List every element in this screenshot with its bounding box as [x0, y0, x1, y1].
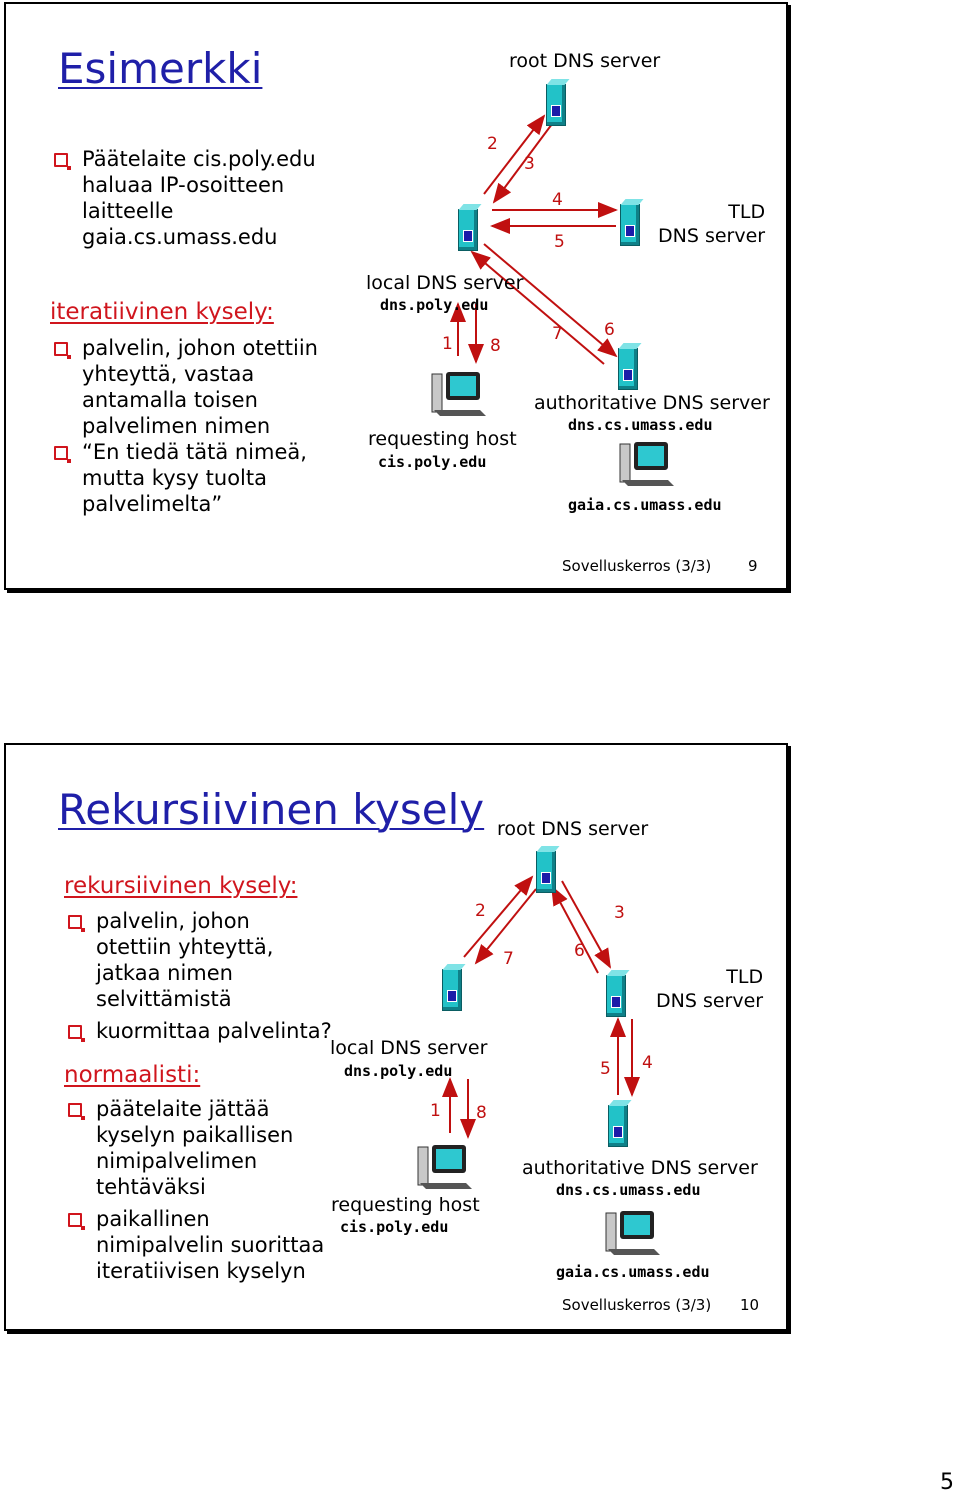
step-label: 2 [487, 134, 498, 154]
bullet-item: palvelin, johon otettiin yhteyttä, vasta… [52, 335, 318, 439]
target-host-pc-icon [619, 442, 674, 486]
step-label: 4 [642, 1053, 653, 1073]
slide-footer: Sovelluskerros (3/3) [562, 557, 712, 575]
bullet-icon [54, 446, 71, 463]
step-label: 8 [476, 1103, 487, 1123]
auth-server-label: authoritative DNS server [534, 392, 770, 414]
requesting-host-name: cis.poly.edu [378, 453, 487, 471]
bullet-item: kuormittaa palvelinta? [66, 1018, 332, 1044]
tld-server-icon [606, 975, 626, 1017]
intro-bullet: Päätelaite cis.poly.edu haluaa IP-osoitt… [52, 146, 316, 250]
bullet-item: “En tiedä tätä nimeä, mutta kysy tuolta … [52, 439, 318, 517]
section-heading: rekursiivinen kysely: [64, 873, 298, 899]
step-label: 1 [430, 1101, 441, 1121]
bullet-icon [68, 915, 85, 932]
step-label: 1 [442, 334, 453, 354]
step-label: 4 [552, 190, 563, 210]
bullet-icon [68, 1213, 85, 1230]
bullet-item: paikallinen nimipalvelin suorittaa itera… [66, 1206, 324, 1284]
bullet-icon [54, 342, 71, 359]
slide-page-number: 10 [740, 1296, 760, 1314]
tld-server-label: TLD DNS server [658, 201, 766, 247]
auth-server-label: authoritative DNS server [522, 1157, 758, 1179]
root-server-icon [546, 84, 566, 126]
local-server-host: dns.poly.edu [344, 1062, 453, 1080]
section-heading: iteratiivinen kysely: [50, 299, 274, 325]
step-label: 2 [475, 901, 486, 921]
step-label: 5 [554, 232, 565, 252]
bullet-item: Päätelaite cis.poly.edu haluaa IP-osoitt… [52, 146, 316, 250]
arrow-7 [474, 888, 537, 965]
step-label: 8 [490, 336, 501, 356]
bullet-list: palvelin, johon otettiin yhteyttä, jatka… [66, 908, 332, 1044]
step-label: 7 [552, 324, 563, 344]
root-server-label: root DNS server [509, 50, 661, 72]
arrow-2 [463, 875, 534, 958]
bullet-icon [68, 1103, 85, 1120]
slide-page-number: 9 [748, 557, 758, 575]
document-page-number: 5 [940, 1470, 954, 1495]
slide-title: Rekursiivinen kysely [58, 785, 485, 834]
bullet-item: palvelin, johon otettiin yhteyttä, jatka… [66, 908, 332, 1012]
target-host-name: gaia.cs.umass.edu [556, 1263, 710, 1281]
step-label: 3 [614, 903, 625, 923]
step-label: 3 [524, 154, 535, 174]
tld-server-icon [620, 204, 640, 246]
bullet-item: päätelaite jättää kyselyn paikallisen ni… [66, 1096, 324, 1200]
target-host-pc-icon [605, 1211, 660, 1255]
local-server-label: local DNS server [330, 1037, 488, 1059]
auth-server-host: dns.cs.umass.edu [568, 416, 713, 434]
step-label: 5 [600, 1059, 611, 1079]
arrow-2 [483, 114, 546, 195]
bullet-list: palvelin, johon otettiin yhteyttä, vasta… [52, 335, 318, 517]
target-host-name: gaia.cs.umass.edu [568, 496, 722, 514]
arrow-3 [492, 123, 553, 204]
root-server-icon [536, 851, 556, 893]
requesting-host-label: requesting host [331, 1194, 480, 1216]
requesting-host-label: requesting host [368, 428, 517, 450]
bullet-icon [54, 153, 71, 170]
step-label: 6 [604, 320, 615, 340]
arrow-7 [470, 250, 605, 365]
arrow-3 [561, 880, 611, 969]
query-arrows [450, 114, 618, 365]
slide-recursive-query: Rekursiivinen kysely rekursiivinen kysel… [4, 743, 788, 1331]
step-label: 6 [574, 941, 585, 961]
query-arrows [442, 875, 640, 1139]
tld-server-label: TLD DNS server [656, 966, 764, 1012]
local-server-icon [442, 969, 462, 1011]
bullet-icon [68, 1025, 85, 1042]
auth-server-host: dns.cs.umass.edu [556, 1181, 701, 1199]
root-server-label: root DNS server [497, 818, 649, 840]
slide-footer: Sovelluskerros (3/3) [562, 1296, 712, 1314]
arrow-6 [483, 243, 618, 358]
requesting-host-pc-icon [431, 372, 486, 416]
auth-server-icon [618, 348, 638, 390]
slide-iterative-example: Esimerkki Päätelaite cis.poly.edu haluaa… [4, 2, 788, 590]
requesting-host-name: cis.poly.edu [340, 1218, 449, 1236]
requesting-host-pc-icon [417, 1145, 472, 1189]
local-server-icon [458, 209, 478, 251]
arrow-6 [551, 885, 599, 974]
local-server-label: local DNS server [366, 272, 524, 294]
auth-server-icon [608, 1105, 628, 1147]
bullet-list: päätelaite jättää kyselyn paikallisen ni… [66, 1096, 324, 1284]
step-label: 7 [503, 949, 514, 969]
section-heading: normaalisti: [64, 1062, 201, 1088]
local-server-host: dns.poly.edu [380, 296, 489, 314]
slide-title: Esimerkki [58, 44, 263, 93]
